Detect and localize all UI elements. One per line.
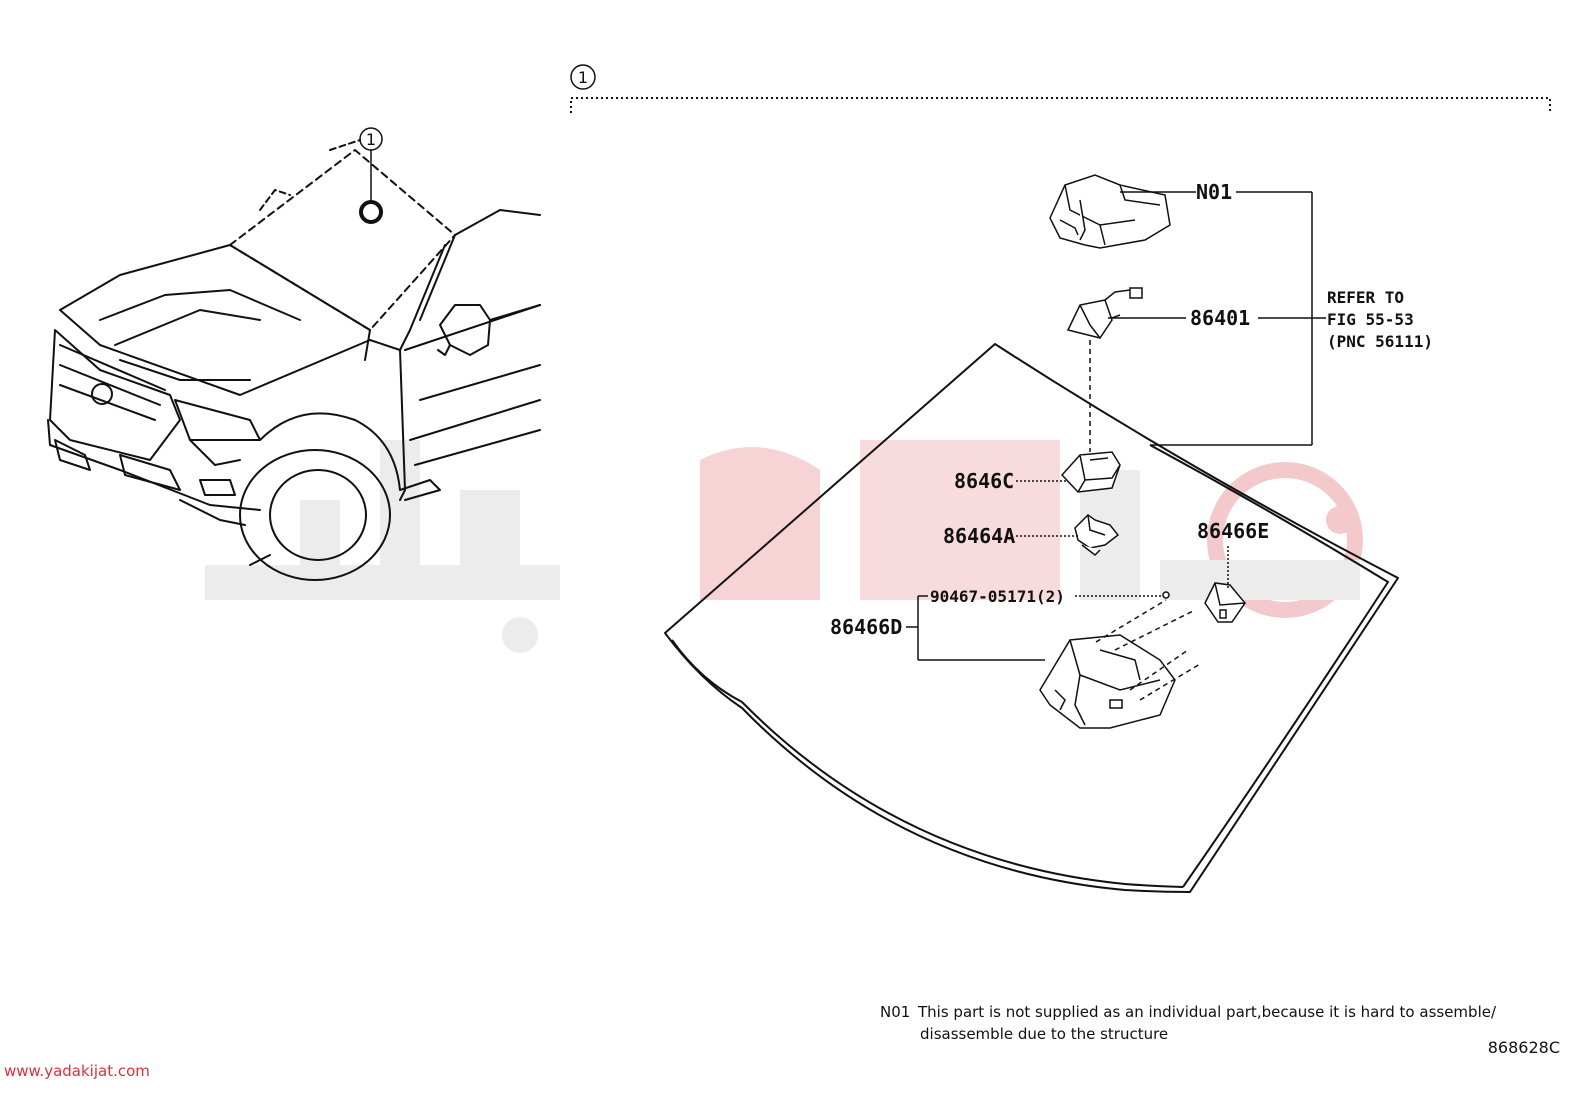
footnote-line-1: This part is not supplied as an individu…: [918, 1003, 1497, 1021]
assembly-dashed-lines: [1089, 340, 1201, 701]
part-86466d-illustration: [1039, 591, 1176, 729]
watermark-url[interactable]: www.yadakijat.com: [4, 1062, 150, 1080]
leader-lines: [906, 191, 1326, 661]
footnote-n01: N01 This part is not supplied as an indiv…: [880, 1001, 1580, 1045]
part-86401-illustration: [1066, 287, 1143, 339]
label-86401: 86401: [1190, 306, 1250, 330]
label-86466d: 86466D: [830, 615, 902, 639]
refer-line-2: FIG 55-53: [1327, 310, 1414, 329]
part-86466e-illustration: [1204, 582, 1246, 623]
part-8646c-illustration: [1060, 451, 1121, 493]
part-86464a-illustration: [1074, 514, 1120, 556]
part-n01-illustration: [1049, 174, 1171, 249]
label-86466e: 86466E: [1197, 519, 1269, 543]
label-86464a: 86464A: [943, 524, 1015, 548]
label-n01: N01: [1196, 180, 1232, 204]
label-90467-05171: 90467-05171(2): [930, 587, 1065, 606]
assembly-bracket: [570, 64, 1551, 113]
refer-line-1: REFER TO: [1327, 288, 1404, 307]
windshield-glass: [664, 343, 1399, 893]
label-8646c: 8646C: [954, 469, 1014, 493]
watermark-logo: [205, 440, 1363, 653]
assembly-callout-number: 1: [578, 68, 588, 87]
refer-line-3: (PNC 56111): [1327, 332, 1433, 351]
footnote-code: N01: [880, 1003, 911, 1021]
footnote-line-2: disassemble due to the structure: [920, 1025, 1169, 1043]
figure-code: 868628C: [1487, 1038, 1560, 1057]
vehicle-illustration: [47, 127, 541, 581]
vehicle-callout-number: 1: [366, 130, 376, 149]
